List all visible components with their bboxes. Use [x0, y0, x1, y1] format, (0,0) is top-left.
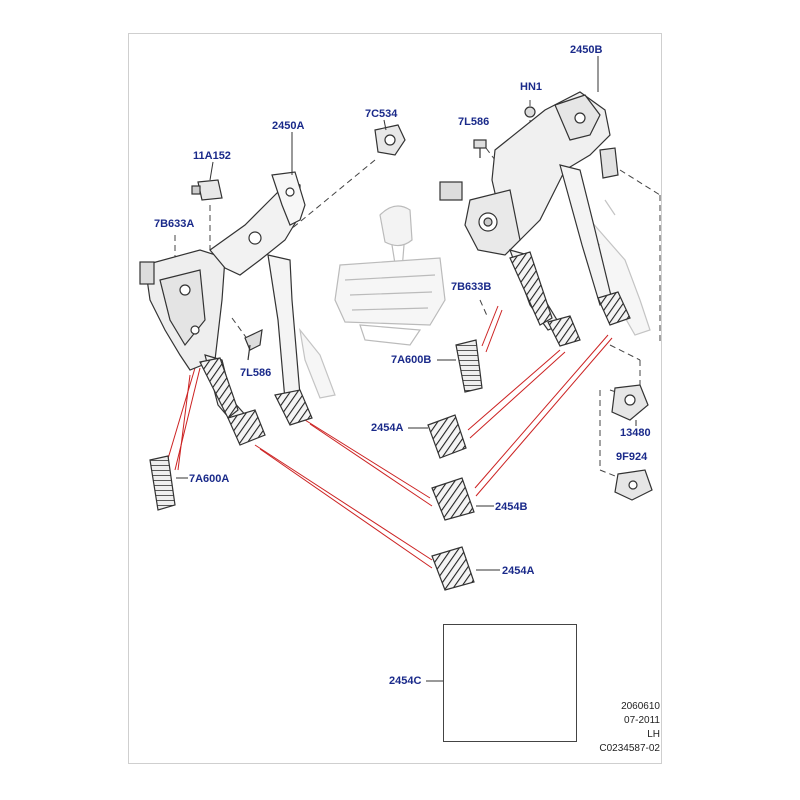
label-2454A-upper: 2454A — [371, 422, 404, 434]
label-13480: 13480 — [620, 427, 651, 439]
pad-kit-box — [443, 624, 577, 742]
label-2454A-lower: 2454A — [502, 565, 535, 577]
gear-shifter-ghost — [334, 205, 446, 346]
drawing-date: 07-2011 — [624, 715, 660, 726]
left-pedal-box-2450A — [139, 124, 406, 446]
label-7L586-bottom: 7L586 — [240, 367, 272, 379]
label-7L586-top: 7L586 — [458, 116, 490, 128]
label-7B633B: 7B633B — [451, 281, 492, 293]
label-9F924: 9F924 — [616, 451, 648, 463]
label-7A600A: 7A600A — [189, 473, 230, 485]
drawing-reference: C0234587-02 — [599, 743, 660, 754]
label-2450A: 2450A — [272, 120, 305, 132]
right-pedal-box-2450B — [439, 91, 631, 347]
label-2450B: 2450B — [570, 44, 603, 56]
label-HN1: HN1 — [520, 81, 543, 93]
pad-callout-lines — [166, 305, 613, 569]
label-11A152: 11A152 — [193, 150, 231, 162]
drawing-info: 2060610 07-2011 LH C0234587-02 — [560, 700, 660, 760]
label-7A600B: 7A600B — [391, 354, 432, 366]
drawing-side: LH — [647, 729, 660, 740]
label-7B633A: 7B633A — [154, 218, 195, 230]
label-2454C: 2454C — [389, 675, 422, 687]
drawing-code: 2060610 — [621, 701, 660, 712]
loose-parts — [149, 339, 653, 591]
label-7C534: 7C534 — [365, 108, 398, 120]
label-2454B: 2454B — [495, 501, 528, 513]
